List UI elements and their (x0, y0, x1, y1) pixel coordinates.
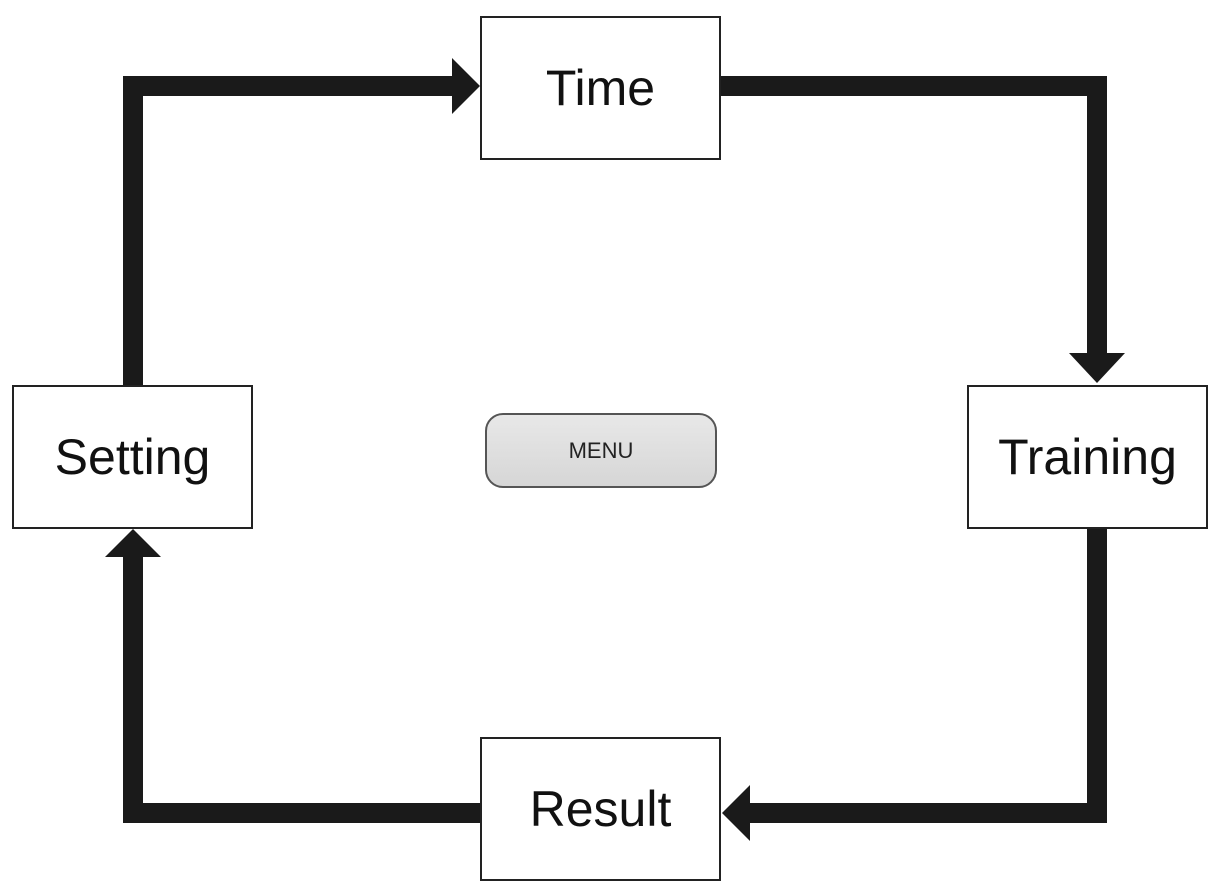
node-result: Result (480, 737, 721, 881)
arrowhead-into-setting (105, 529, 161, 557)
arrowhead-into-training (1069, 353, 1125, 383)
arrow-training-to-result (748, 529, 1107, 823)
node-training-label: Training (998, 429, 1177, 485)
node-time-label: Time (545, 60, 656, 116)
node-time: Time (480, 16, 721, 160)
node-setting: Setting (12, 385, 253, 529)
arrow-result-to-setting (123, 557, 480, 823)
menu-button[interactable]: MENU (485, 413, 717, 488)
menu-button-label: MENU (568, 437, 634, 463)
node-training: Training (967, 385, 1208, 529)
arrowhead-into-time (452, 58, 480, 114)
arrow-time-to-training (721, 76, 1107, 355)
arrowhead-into-result (722, 785, 750, 841)
node-result-label: Result (529, 781, 672, 837)
arrow-setting-to-time (123, 76, 455, 385)
node-setting-label: Setting (54, 429, 211, 485)
